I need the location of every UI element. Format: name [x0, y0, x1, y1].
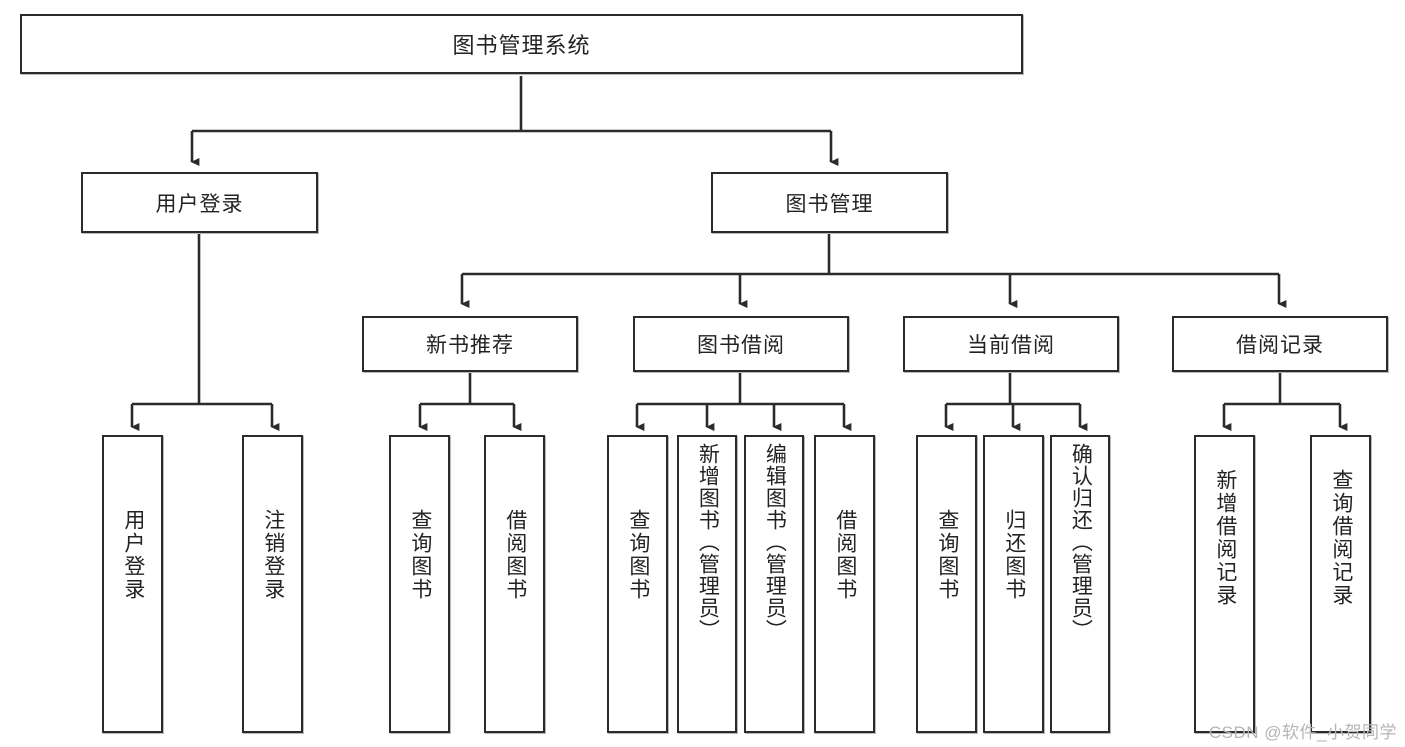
node-book-borrow[interactable]: 图书借阅 [633, 316, 849, 372]
node-leaf-add-record[interactable]: 新增借阅记录 [1194, 435, 1255, 733]
node-leaf-add-book[interactable]: 新增图书（管理员） [677, 435, 737, 733]
node-leaf-borrow-book-1[interactable]: 借阅图书 [484, 435, 545, 733]
node-leaf-query-book-2-label: 查询图书 [626, 509, 650, 601]
node-leaf-query-book-1[interactable]: 查询图书 [389, 435, 450, 733]
node-leaf-user-logout-label: 注销登录 [261, 509, 285, 601]
node-root-label: 图书管理系统 [452, 33, 591, 58]
node-leaf-query-record-label: 查询借阅记录 [1329, 469, 1353, 607]
node-leaf-edit-book[interactable]: 编辑图书（管理员） [744, 435, 804, 733]
node-leaf-borrow-book-2[interactable]: 借阅图书 [814, 435, 875, 733]
node-current-borrow[interactable]: 当前借阅 [903, 316, 1119, 372]
node-user-login-label: 用户登录 [155, 192, 244, 216]
node-root[interactable]: 图书管理系统 [20, 14, 1023, 74]
node-leaf-return-book[interactable]: 归还图书 [983, 435, 1044, 733]
node-book-manage-label: 图书管理 [785, 192, 874, 216]
node-leaf-confirm-return[interactable]: 确认归还（管理员） [1050, 435, 1110, 733]
node-leaf-add-record-label: 新增借阅记录 [1213, 469, 1237, 607]
node-leaf-borrow-book-1-label: 借阅图书 [503, 509, 527, 601]
node-leaf-confirm-return-label: 确认归还（管理员） [1069, 443, 1093, 641]
node-leaf-return-book-label: 归还图书 [1002, 509, 1026, 601]
node-user-login[interactable]: 用户登录 [81, 172, 318, 233]
node-leaf-query-book-1-label: 查询图书 [408, 509, 432, 601]
node-new-book-recommend[interactable]: 新书推荐 [362, 316, 578, 372]
node-leaf-user-login[interactable]: 用户登录 [102, 435, 163, 733]
node-leaf-user-login-label: 用户登录 [121, 509, 145, 601]
node-leaf-query-book-3-label: 查询图书 [935, 509, 959, 601]
node-leaf-query-record[interactable]: 查询借阅记录 [1310, 435, 1371, 733]
node-leaf-edit-book-label: 编辑图书（管理员） [763, 443, 787, 641]
node-leaf-borrow-book-2-label: 借阅图书 [833, 509, 857, 601]
node-leaf-query-book-2[interactable]: 查询图书 [607, 435, 668, 733]
node-new-book-recommend-label: 新书推荐 [426, 334, 514, 357]
node-borrow-record-label: 借阅记录 [1236, 334, 1324, 357]
node-leaf-add-book-label: 新增图书（管理员） [696, 443, 720, 641]
node-book-manage[interactable]: 图书管理 [711, 172, 948, 233]
node-current-borrow-label: 当前借阅 [967, 334, 1055, 357]
node-borrow-record[interactable]: 借阅记录 [1172, 316, 1388, 372]
node-book-borrow-label: 图书借阅 [697, 334, 785, 357]
node-leaf-query-book-3[interactable]: 查询图书 [916, 435, 977, 733]
node-leaf-user-logout[interactable]: 注销登录 [242, 435, 303, 733]
